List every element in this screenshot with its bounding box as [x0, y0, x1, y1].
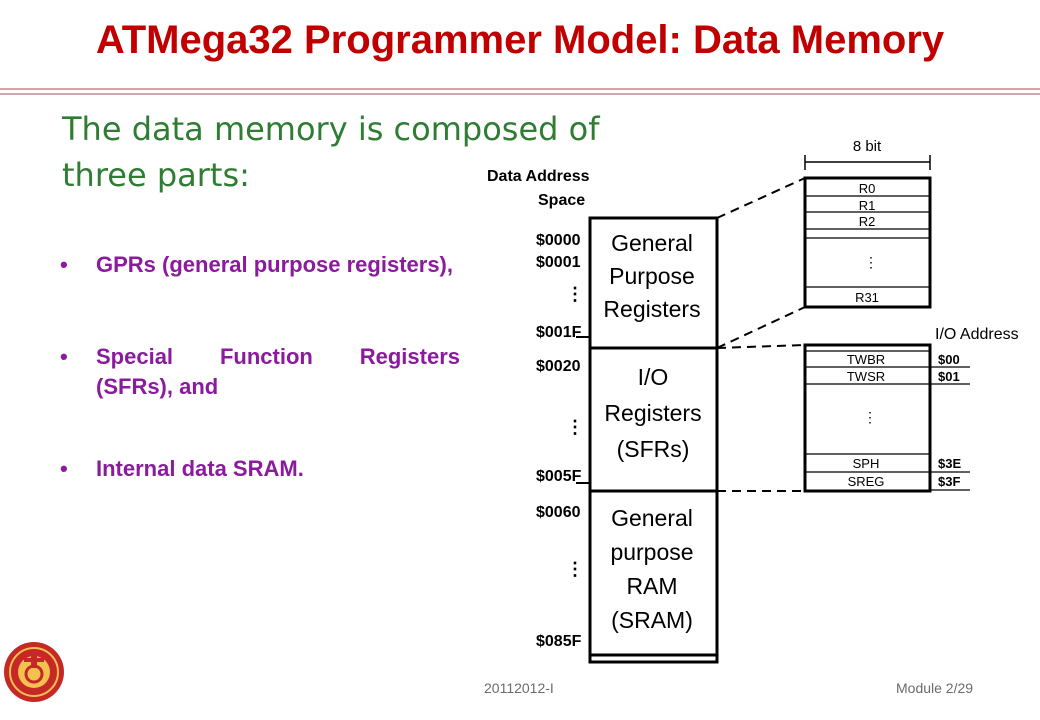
- svg-text:purpose: purpose: [610, 539, 693, 565]
- addr-0060: $0060: [536, 504, 581, 521]
- io-sreg: SREG: [848, 474, 885, 489]
- addr-ellipsis-1: ⋮: [566, 284, 584, 304]
- width-label: 8 bit: [853, 138, 882, 155]
- addr-0020: $0020: [536, 358, 581, 375]
- addr-ellipsis-3: ⋮: [566, 559, 584, 579]
- addr-005f: $005F: [536, 468, 582, 485]
- gpr-ellipsis: ⋮: [864, 254, 878, 270]
- io-address-label: I/O Address: [935, 326, 1019, 343]
- io-addr-3f: $3F: [938, 474, 960, 489]
- addr-001f: $001F: [536, 324, 582, 341]
- connector-gpr-bottom: [716, 306, 806, 349]
- sram-block-label: General purpose RAM (SRAM): [610, 505, 693, 633]
- io-detail-box: [803, 343, 932, 493]
- memory-column: [588, 216, 719, 664]
- gpr-detail-box: [803, 176, 932, 309]
- gpr-block-label: General Purpose Registers: [603, 230, 700, 322]
- addr-0000: $0000: [536, 232, 581, 249]
- svg-text:Registers: Registers: [604, 400, 701, 426]
- io-sph: SPH: [853, 456, 880, 471]
- svg-text:General: General: [611, 505, 693, 531]
- addr-085f: $085F: [536, 633, 582, 650]
- bullet-sfrs: Special Function Registers (SFRs), and: [60, 342, 460, 402]
- svg-text:(SRAM): (SRAM): [611, 607, 693, 633]
- connector-gpr-top: [716, 177, 806, 219]
- title-rule-bottom: [0, 93, 1040, 95]
- gpr-r2: R2: [859, 214, 876, 229]
- svg-text:I/O: I/O: [638, 364, 669, 390]
- svg-text:(SFRs): (SFRs): [617, 436, 690, 462]
- title-rule-top: [0, 88, 1040, 90]
- bullet-list: GPRs (general purpose registers), Specia…: [60, 250, 460, 484]
- io-addr-3e: $3E: [938, 456, 961, 471]
- connector-io-top: [716, 344, 806, 349]
- svg-text:Purpose: Purpose: [609, 263, 695, 289]
- gpr-r0: R0: [859, 181, 876, 196]
- footer-date: 20112012-I: [484, 680, 554, 696]
- svg-text:RAM: RAM: [626, 573, 677, 599]
- io-twbr: TWBR: [847, 352, 885, 367]
- addr-ellipsis-2: ⋮: [566, 417, 584, 437]
- data-address-label-2: Space: [538, 192, 585, 209]
- footer-module: Module 2/29: [896, 680, 974, 696]
- bullet-sram: Internal data SRAM.: [60, 454, 460, 484]
- io-block-label: I/O Registers (SFRs): [604, 364, 701, 462]
- io-addr-00: $00: [938, 352, 960, 367]
- io-ellipsis: ⋮: [863, 409, 877, 425]
- io-twsr: TWSR: [847, 369, 885, 384]
- intro-text: The data memory is composed of three par…: [62, 110, 600, 194]
- gpr-r1: R1: [859, 198, 876, 213]
- svg-text:General: General: [611, 230, 693, 256]
- bullet-gprs: GPRs (general purpose registers),: [60, 250, 460, 280]
- slide-title: ATMega32 Programmer Model: Data Memory: [95, 18, 945, 62]
- gpr-r31: R31: [855, 290, 879, 305]
- io-addr-01: $01: [938, 369, 960, 384]
- svg-text:Registers: Registers: [603, 296, 700, 322]
- data-address-label-1: Data Address: [487, 168, 590, 185]
- addr-0001: $0001: [536, 254, 581, 271]
- university-logo-icon: [4, 642, 64, 702]
